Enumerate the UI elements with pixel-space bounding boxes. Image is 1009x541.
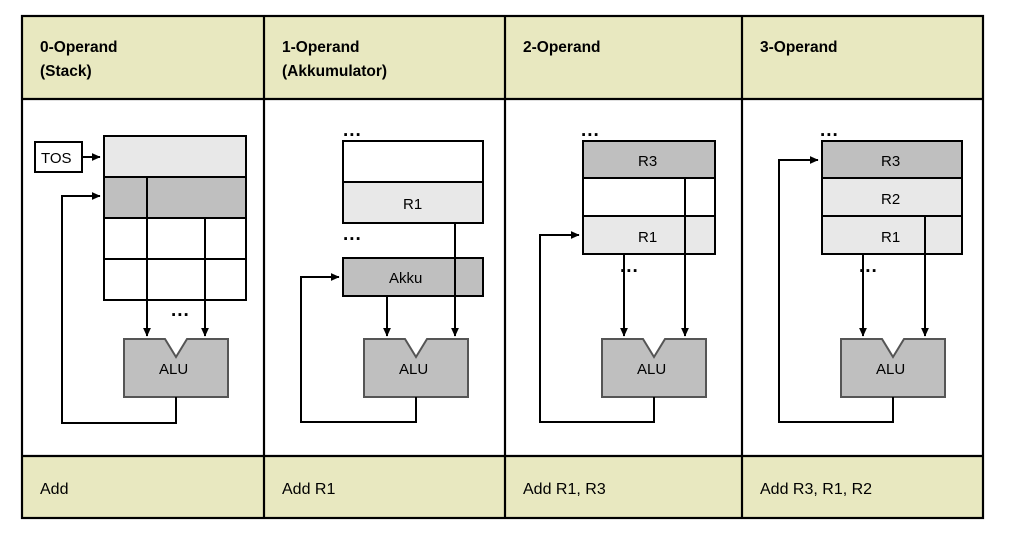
col3-reg-cell-r1 xyxy=(821,215,963,255)
col2-reg-cell-r1 xyxy=(582,215,716,255)
col0-feedback-arrow xyxy=(61,192,177,424)
col2-ellipsis-below: ... xyxy=(620,256,639,277)
col1-alu-shape xyxy=(363,338,469,398)
col1-reg-cell-1 xyxy=(342,181,484,224)
stack-cell-2 xyxy=(103,217,247,260)
col0-alu-shape xyxy=(123,338,229,398)
col1-reg-label-r1: R1 xyxy=(403,196,422,213)
col2-ellipsis-above: ... xyxy=(581,120,600,141)
col3-alu-shape xyxy=(840,338,946,398)
tos-label-box xyxy=(34,141,83,173)
header-col1-line2: (Akkumulator) xyxy=(282,63,387,80)
col2-reg-cell-r3 xyxy=(582,140,716,179)
col1-ellipsis-above: ... xyxy=(343,120,362,141)
stack-cell-3 xyxy=(103,258,247,301)
col1-accumulator-box xyxy=(342,257,484,297)
col3-reg-label-r2: R2 xyxy=(881,191,900,208)
col0-diagram: ... TOS ALU xyxy=(34,135,247,424)
header-col1-line1: 1-Operand xyxy=(282,39,360,56)
col2-reg-label-r1: R1 xyxy=(638,229,657,246)
header-col0-line2: (Stack) xyxy=(40,63,92,80)
col1-reg-cell-0 xyxy=(342,140,484,183)
column-headers: 0-Operand (Stack) 1-Operand (Akkumulator… xyxy=(40,39,838,80)
instruction-col1: Add R1 xyxy=(282,481,335,498)
col3-alu-label: ALU xyxy=(876,361,905,378)
col1-ellipsis-below: ... xyxy=(343,224,362,245)
col3-reg-cell-r2 xyxy=(821,177,963,217)
col3-reg-label-r3: R3 xyxy=(881,153,900,170)
instruction-col2: Add R1, R3 xyxy=(523,481,606,498)
instruction-row: Add Add R1 Add R1, R3 Add R3, R1, R2 xyxy=(40,481,872,498)
col3-ellipsis-below: ... xyxy=(859,256,878,277)
instruction-col0: Add xyxy=(40,481,68,498)
table-frame xyxy=(20,14,985,520)
header-band xyxy=(22,16,983,99)
col2-feedback-arrow xyxy=(539,231,655,423)
col1-feedback-arrow xyxy=(300,273,417,423)
col2-alu-label: ALU xyxy=(637,361,666,378)
col2-alu-shape xyxy=(601,338,707,398)
col2-diagram: ... R3 R1 ... ALU xyxy=(539,120,716,423)
stack-cell-1 xyxy=(103,176,247,219)
header-col2-line1: 2-Operand xyxy=(523,39,601,56)
header-col0-line1: 0-Operand xyxy=(40,39,118,56)
col3-ellipsis-above: ... xyxy=(820,120,839,141)
stack-cell-0 xyxy=(103,135,247,178)
col1-accumulator-label: Akku xyxy=(389,270,422,287)
col2-reg-cell-blank xyxy=(582,177,716,217)
col3-reg-label-r1: R1 xyxy=(881,229,900,246)
col1-alu-label: ALU xyxy=(399,361,428,378)
col3-reg-cell-r3 xyxy=(821,140,963,179)
header-col3-line1: 3-Operand xyxy=(760,39,838,56)
col3-diagram: ... R3 R2 R1 ... ALU xyxy=(778,120,963,423)
col1-diagram: ... R1 ... Akku ALU xyxy=(300,120,484,423)
footer-band xyxy=(22,456,983,518)
col0-alu-label: ALU xyxy=(159,361,188,378)
instruction-col3: Add R3, R1, R2 xyxy=(760,481,872,498)
tos-label: TOS xyxy=(41,150,72,167)
col3-feedback-arrow xyxy=(778,156,894,423)
col2-reg-label-r3: R3 xyxy=(638,153,657,170)
col0-ellipsis-below: ... xyxy=(171,300,190,321)
table-outer-border xyxy=(20,14,985,520)
